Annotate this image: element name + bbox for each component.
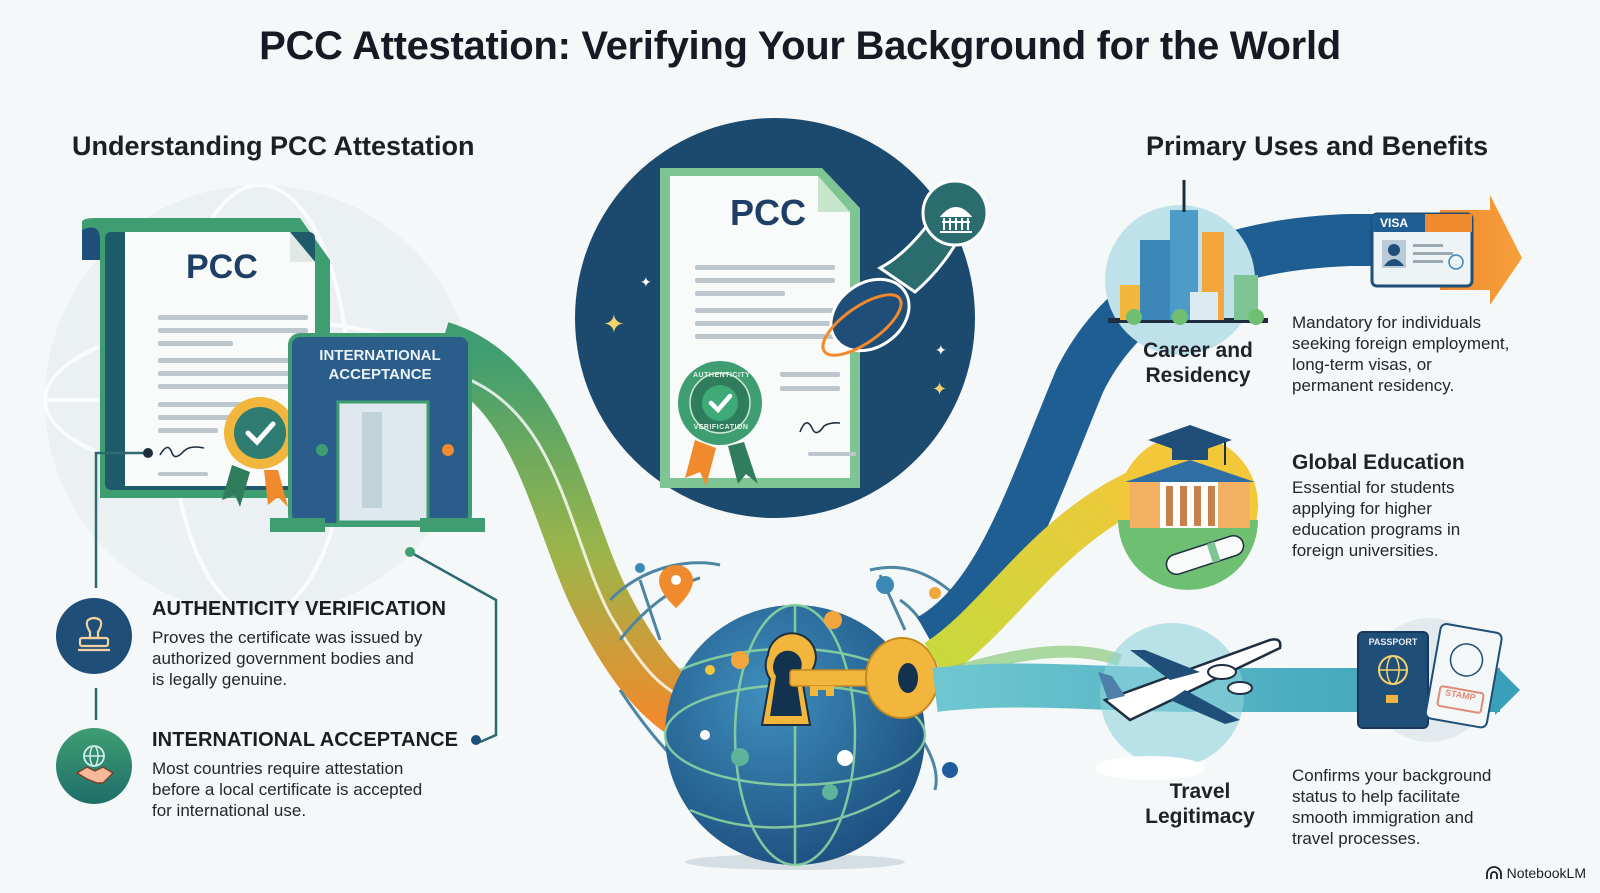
- description-line: for international use.: [152, 801, 307, 820]
- description-line: Most countries require attestation: [152, 759, 404, 778]
- benefit-title-line: Travel: [1169, 780, 1231, 803]
- globe-key-icon: [608, 561, 962, 870]
- university-graduation-icon: [1118, 425, 1258, 590]
- benefit-title-career: Career and Residency: [1128, 338, 1268, 388]
- feature-title: INTERNATIONAL ACCEPTANCE: [152, 729, 459, 751]
- description-line: education programs in: [1292, 520, 1461, 539]
- svg-text:✦: ✦: [932, 379, 947, 400]
- benefit-education: Global Education Essential for students …: [1292, 451, 1572, 561]
- gate-label-line2: ACCEPTANCE: [328, 366, 432, 383]
- flow-ribbon-left: [430, 322, 714, 746]
- stamp-icon: [56, 598, 132, 674]
- passport-icon: [1357, 618, 1503, 742]
- benefit-description-travel: Confirms your background status to help …: [1292, 765, 1582, 849]
- gate-label: INTERNATIONAL ACCEPTANCE: [300, 346, 460, 384]
- visa-card-label: VISA: [1380, 216, 1409, 230]
- airplane-icon: [1095, 623, 1282, 780]
- certificate-label-center: PCC: [730, 192, 807, 233]
- brand-name: NotebookLM: [1506, 865, 1586, 881]
- description-line: travel processes.: [1292, 829, 1421, 848]
- description-line: smooth immigration and: [1292, 808, 1474, 827]
- description-line: is legally genuine.: [152, 670, 288, 689]
- gate-label-line1: INTERNATIONAL: [319, 347, 441, 364]
- brand-watermark: NotebookLM: [1485, 865, 1586, 881]
- benefit-title-line: Legitimacy: [1145, 805, 1255, 828]
- description-line: Confirms your background: [1292, 766, 1492, 785]
- section-heading-understanding: Understanding PCC Attestation: [72, 131, 475, 161]
- passport-label: PASSPORT: [1368, 637, 1418, 647]
- connector-lines: [94, 451, 498, 744]
- feature-description: Proves the certificate was issued by aut…: [152, 627, 492, 690]
- description-line: before a local certificate is accepted: [152, 780, 423, 799]
- globe-handshake-icon: [56, 728, 132, 804]
- visa-card-icon: [1370, 212, 1474, 288]
- svg-text:✦: ✦: [640, 275, 652, 291]
- description-line: long-term visas, or: [1292, 355, 1432, 374]
- seal-text-bottom: VERIFICATION: [693, 424, 749, 431]
- description-line: Mandatory for individuals: [1292, 313, 1481, 332]
- certificate-label-left: PCC: [186, 248, 258, 286]
- description-line: Essential for students: [1292, 478, 1455, 497]
- central-verification-badge: ✦ ✦ ✦ ✦: [575, 118, 989, 518]
- description-line: Proves the certificate was issued by: [152, 628, 423, 647]
- description-line: seeking foreign employment,: [1292, 334, 1510, 353]
- description-line: permanent residency.: [1292, 376, 1455, 395]
- benefit-title-travel: Travel Legitimacy: [1130, 779, 1270, 829]
- benefit-title-education: Global Education: [1292, 451, 1465, 474]
- benefit-title-line: Residency: [1145, 364, 1251, 387]
- feature-description: Most countries require attestation befor…: [152, 758, 492, 821]
- benefit-description-education: Essential for students applying for high…: [1292, 477, 1572, 561]
- notebooklm-logo-icon: [1485, 866, 1502, 879]
- description-line: foreign universities.: [1292, 541, 1439, 560]
- description-line: authorized government bodies and: [152, 649, 414, 668]
- benefit-description-career: Mandatory for individuals seeking foreig…: [1292, 312, 1582, 396]
- description-line: status to help facilitate: [1292, 787, 1461, 806]
- city-skyline-icon: [1105, 180, 1268, 355]
- feature-international-acceptance: INTERNATIONAL ACCEPTANCE Most countries …: [152, 729, 492, 821]
- seal-text-top: AUTHENTICITY: [693, 372, 751, 379]
- rubber-stamp-icon: [821, 179, 989, 357]
- award-rosette-icon: [222, 397, 296, 507]
- page-title: PCC Attestation: Verifying Your Backgrou…: [259, 24, 1341, 68]
- benefit-title-line: Career and: [1143, 339, 1253, 362]
- svg-text:✦: ✦: [603, 310, 625, 340]
- feature-title: AUTHENTICITY VERIFICATION: [152, 598, 446, 620]
- svg-text:✦: ✦: [935, 343, 947, 359]
- description-line: applying for higher: [1292, 499, 1432, 518]
- international-acceptance-gate-icon: [270, 333, 485, 532]
- section-heading-uses: Primary Uses and Benefits: [1146, 131, 1489, 161]
- feature-authenticity: AUTHENTICITY VERIFICATION Proves the cer…: [152, 598, 492, 690]
